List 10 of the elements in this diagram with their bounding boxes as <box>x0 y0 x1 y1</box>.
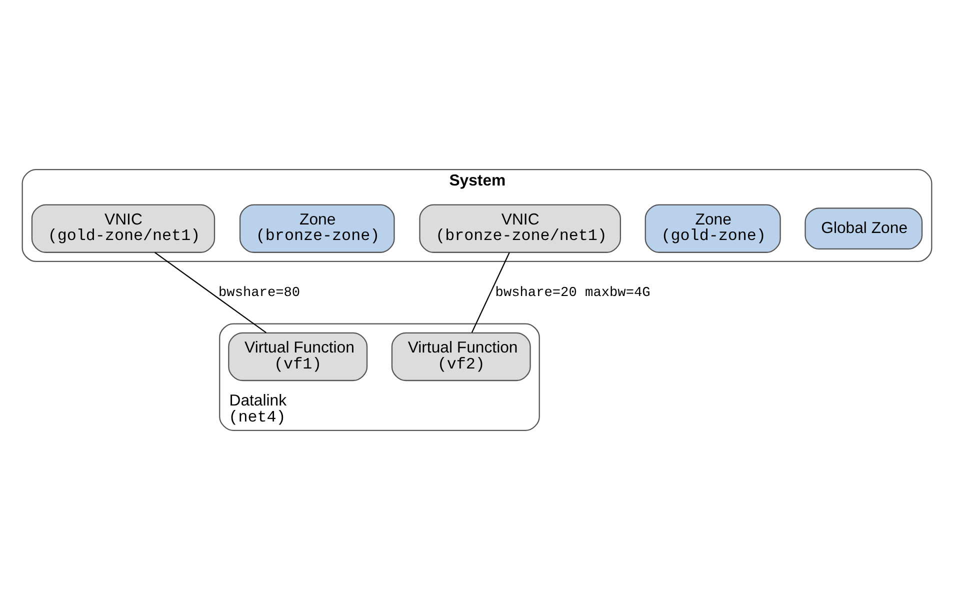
node-box: Zone (bronze-zone) <box>239 204 395 253</box>
node-box: Global Zone <box>804 208 923 250</box>
edge-label: bwshare=20 maxbw=4G <box>495 286 650 302</box>
node-box: Virtual Function (vf1) <box>228 332 368 382</box>
node-box: Virtual Function (vf2) <box>391 332 531 382</box>
connector <box>154 252 266 334</box>
node-box: Zone (gold-zone) <box>644 204 781 253</box>
edge-label: bwshare=80 <box>218 286 300 302</box>
node-box: VNIC (gold-zone/net1) <box>31 204 216 253</box>
node-box: VNIC (bronze-zone/net1) <box>419 204 621 253</box>
